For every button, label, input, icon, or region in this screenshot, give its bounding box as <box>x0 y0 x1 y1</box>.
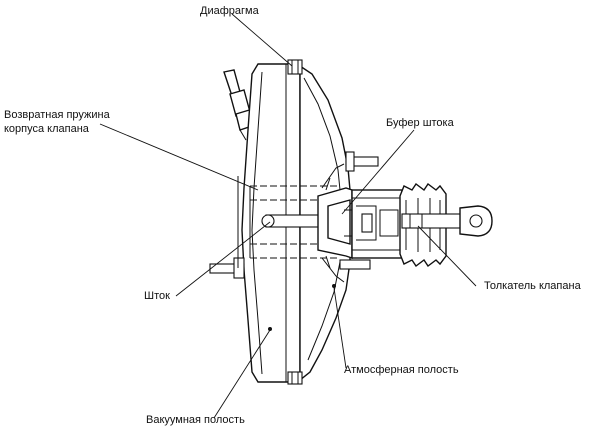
label-vacuum-chamber: Вакуумная полость <box>146 414 245 426</box>
diaphragm-clip-top <box>287 59 303 75</box>
diaphragm-clip-bottom <box>287 371 303 385</box>
label-rod-buffer: Буфер штока <box>386 117 454 129</box>
label-return-spring-line1: Возвратная пружина <box>4 109 110 121</box>
leader-rod-buffer <box>341 129 415 215</box>
rear-mounting-stud-bottom <box>339 259 371 270</box>
leader-diaphragm <box>231 13 293 67</box>
front-mounting-stud <box>209 257 245 279</box>
valve-operating-rod <box>401 213 463 229</box>
atmospheric-chamber-marker <box>332 284 336 288</box>
label-diaphragm: Диафрагма <box>200 5 259 17</box>
clevis-eye <box>459 205 493 237</box>
label-valve-pusher: Толкатель клапана <box>484 280 581 292</box>
label-rod: Шток <box>144 290 170 302</box>
return-spring <box>237 176 340 268</box>
leader-rod <box>175 221 271 297</box>
label-atmospheric-chamber: Атмосферная полость <box>344 364 459 376</box>
label-return-spring-line2: корпуса клапана <box>4 123 89 135</box>
leader-valve-pusher <box>417 225 477 287</box>
leader-return-spring <box>99 123 259 191</box>
leader-vacuum-chamber <box>213 329 271 419</box>
vacuum-chamber-marker <box>268 327 272 331</box>
rear-mounting-stud-top <box>345 151 379 172</box>
valve-housing-neck <box>344 189 403 259</box>
leader-atmospheric-chamber <box>333 287 347 369</box>
